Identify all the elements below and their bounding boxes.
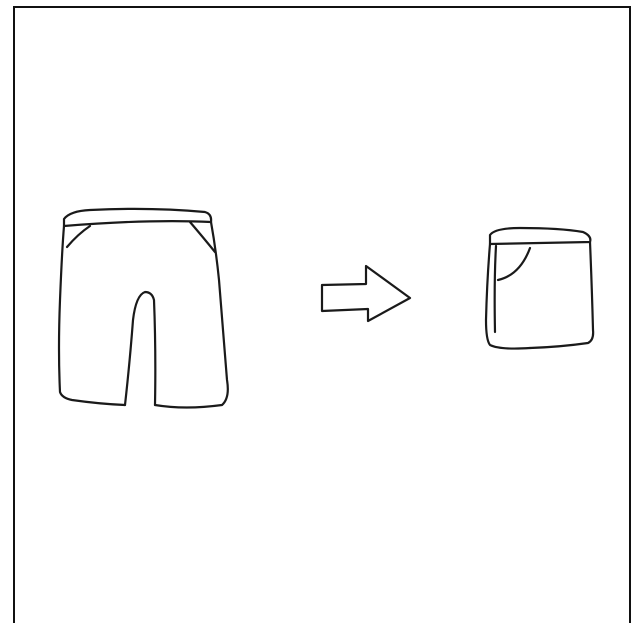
arrow-outline bbox=[322, 266, 410, 321]
folded-shorts-icon bbox=[486, 228, 593, 349]
shorts-right-side bbox=[155, 222, 228, 408]
shorts-waistband bbox=[64, 209, 211, 226]
shorts-left-inner bbox=[125, 292, 155, 405]
folded-right-side bbox=[530, 242, 593, 348]
shorts-left-side bbox=[59, 226, 125, 405]
shorts-icon bbox=[59, 209, 228, 408]
folded-fold-line bbox=[495, 246, 496, 332]
shorts-left-pocket bbox=[67, 226, 90, 247]
folded-waistband bbox=[490, 228, 590, 244]
right-arrow-icon bbox=[322, 266, 410, 321]
folded-pocket bbox=[498, 248, 530, 280]
